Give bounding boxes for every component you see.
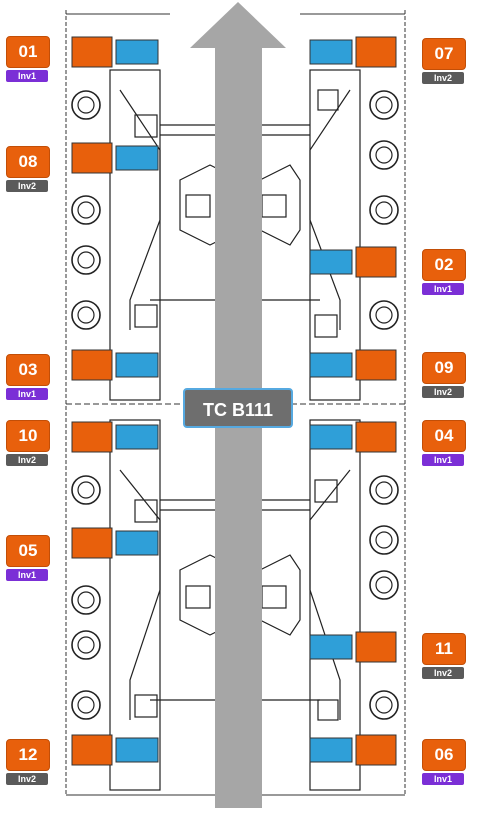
motor-tag-11[interactable]: 11 Inv2 xyxy=(422,633,466,679)
inverter-badge: Inv1 xyxy=(422,454,464,466)
motor-assembly-09 xyxy=(309,349,397,381)
motor-tag-07[interactable]: 07 Inv2 xyxy=(422,38,466,84)
motor-tag-02[interactable]: 02 Inv1 xyxy=(422,249,466,295)
motor-tag-05[interactable]: 05 Inv1 xyxy=(6,535,50,581)
inverter-badge: Inv2 xyxy=(422,72,464,84)
motor-tag-04[interactable]: 04 Inv1 xyxy=(422,420,466,466)
inverter-badge: Inv1 xyxy=(422,773,464,785)
inverter-badge: Inv2 xyxy=(6,180,48,192)
motor-number: 11 xyxy=(422,633,466,665)
motor-assembly-10 xyxy=(71,421,159,453)
inverter-badge: Inv2 xyxy=(6,773,48,785)
motor-number: 01 xyxy=(6,36,50,68)
motor-tag-12[interactable]: 12 Inv2 xyxy=(6,739,50,785)
motor-assembly-11 xyxy=(309,631,397,663)
motor-tag-10[interactable]: 10 Inv2 xyxy=(6,420,50,466)
motor-number: 10 xyxy=(6,420,50,452)
motor-number: 06 xyxy=(422,739,466,771)
motor-number: 05 xyxy=(6,535,50,567)
inverter-badge: Inv1 xyxy=(6,70,48,82)
motor-number: 04 xyxy=(422,420,466,452)
inverter-badge: Inv2 xyxy=(422,667,464,679)
inverter-badge: Inv2 xyxy=(422,386,464,398)
motor-number: 02 xyxy=(422,249,466,281)
motor-assembly-01 xyxy=(71,36,159,68)
motor-assembly-07 xyxy=(309,36,397,68)
inverter-badge: Inv1 xyxy=(6,388,48,400)
motor-tag-09[interactable]: 09 Inv2 xyxy=(422,352,466,398)
inverter-badge: Inv1 xyxy=(422,283,464,295)
motor-assembly-02 xyxy=(309,246,397,278)
motor-number: 09 xyxy=(422,352,466,384)
motor-number: 12 xyxy=(6,739,50,771)
train-label: TC B111 xyxy=(183,388,293,428)
motor-assembly-05 xyxy=(71,527,159,559)
motor-assembly-06 xyxy=(309,734,397,766)
motor-number: 03 xyxy=(6,354,50,386)
motor-tag-03[interactable]: 03 Inv1 xyxy=(6,354,50,400)
motor-assembly-04 xyxy=(309,421,397,453)
motor-assembly-08 xyxy=(71,142,159,174)
motor-tag-06[interactable]: 06 Inv1 xyxy=(422,739,466,785)
motor-tag-01[interactable]: 01 Inv1 xyxy=(6,36,50,82)
motor-tag-08[interactable]: 08 Inv2 xyxy=(6,146,50,192)
motor-number: 08 xyxy=(6,146,50,178)
inverter-badge: Inv1 xyxy=(6,569,48,581)
motor-number: 07 xyxy=(422,38,466,70)
inverter-badge: Inv2 xyxy=(6,454,48,466)
traction-motors xyxy=(71,36,397,766)
motor-assembly-12 xyxy=(71,734,159,766)
motor-assembly-03 xyxy=(71,349,159,381)
